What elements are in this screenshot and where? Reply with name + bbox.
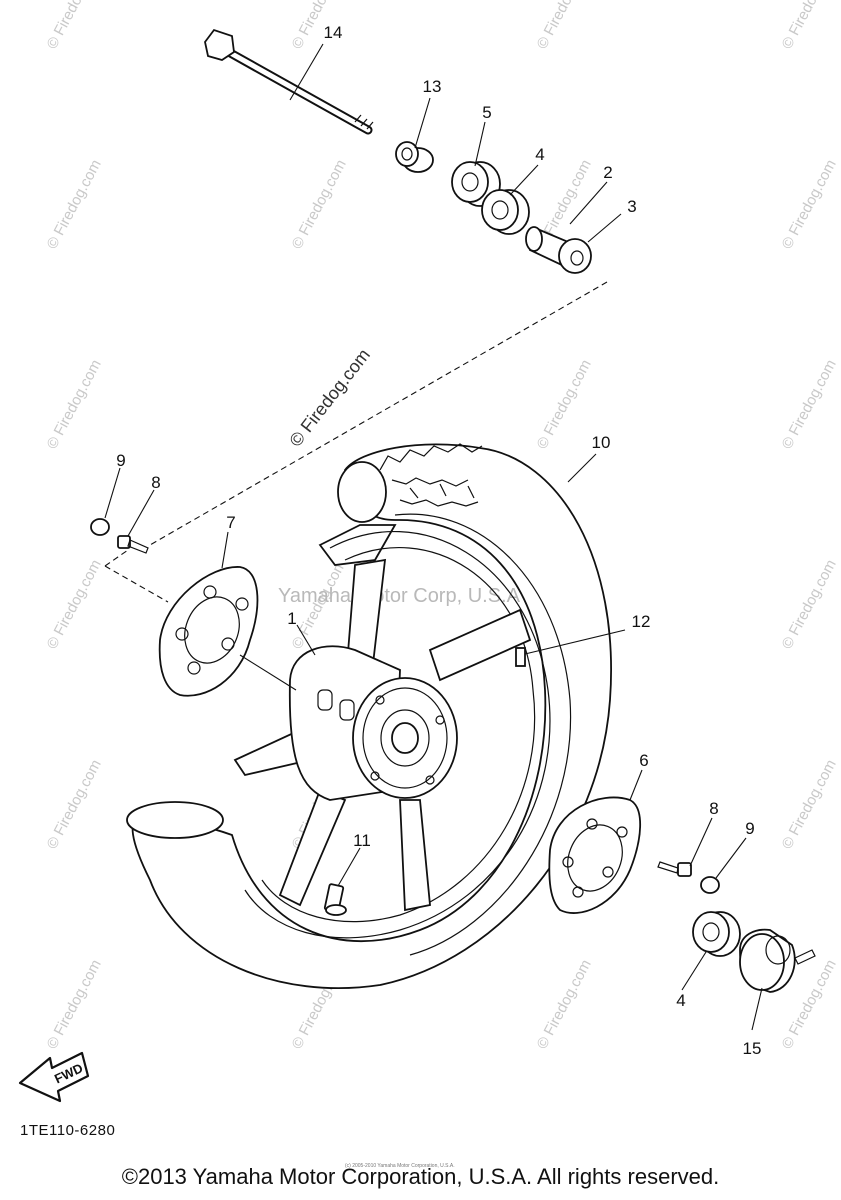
callout-4-lower: 4 (676, 991, 685, 1010)
watermark-text: © Firedog.com (44, 357, 105, 452)
callout-1: 1 (287, 609, 296, 628)
callout-2: 2 (603, 163, 612, 182)
callout-4-upper: 4 (535, 145, 544, 164)
watermark-text: © Firedog.com (44, 0, 105, 52)
brake-disc-left (158, 566, 259, 697)
watermark-text: © Firedog.com (779, 557, 840, 652)
callout-9-right: 9 (745, 819, 754, 838)
watermark-text: © Firedog.com (44, 557, 105, 652)
watermark-text: © Firedog.com (779, 357, 840, 452)
callout-8-right: 8 (709, 799, 718, 818)
callout-5: 5 (482, 103, 491, 122)
watermark-text: © Firedog.com (779, 0, 840, 52)
callout-8-left: 8 (151, 473, 160, 492)
leader-lines (104, 43, 763, 1031)
valve-stem (323, 883, 347, 916)
bolts-left (90, 518, 149, 554)
wheel-rim (233, 524, 551, 939)
diagram-code: 1TE110-6280 (20, 1122, 116, 1139)
watermark-text: © Firedog.com (44, 757, 105, 852)
watermark-text: © Firedog.com (44, 957, 105, 1052)
callout-7: 7 (226, 513, 235, 532)
watermark-text: © Firedog.com (534, 957, 595, 1052)
wheel-hub (288, 645, 458, 801)
watermark-text: © Firedog.com (44, 157, 105, 252)
brake-disc-right (548, 796, 642, 914)
assembly-lines (104, 281, 608, 603)
callout-13: 13 (423, 77, 442, 96)
bolts-right (657, 861, 720, 894)
copyright-notice: ©2013 Yamaha Motor Corporation, U.S.A. A… (121, 1164, 720, 1189)
collar (395, 141, 434, 173)
callout-14: 14 (324, 23, 343, 42)
watermark-overlay: Yamaha Motor Corp, U.S.A (278, 585, 521, 607)
bearing-middle (481, 189, 530, 235)
callout-10: 10 (592, 433, 611, 452)
bearing-lower (692, 911, 741, 957)
callout-6: 6 (639, 751, 648, 770)
speedometer-gear-unit (739, 928, 816, 993)
callout-9-left: 9 (116, 451, 125, 470)
fwd-arrow-icon: FWD (18, 1051, 90, 1103)
watermark-text: © Firedog.com (779, 157, 840, 252)
watermark-text: © Firedog.com (779, 757, 840, 852)
callout-labels: 14 13 5 4 2 3 10 9 8 7 1 12 11 6 8 9 4 1… (116, 23, 761, 1058)
callout-11: 11 (353, 831, 371, 850)
watermark-text: © Firedog.com (289, 157, 350, 252)
callout-12: 12 (632, 612, 651, 631)
spacer-collar (525, 226, 592, 274)
callout-3: 3 (627, 197, 636, 216)
watermark-center: © Firedog.com (285, 345, 374, 451)
watermark-text: © Firedog.com (534, 357, 595, 452)
callout-15: 15 (743, 1039, 762, 1058)
tiny-copyright-note: (c) 2005-2010 Yamaha Motor Corporation, … (345, 1163, 455, 1169)
watermark-text: © Firedog.com (534, 0, 595, 52)
